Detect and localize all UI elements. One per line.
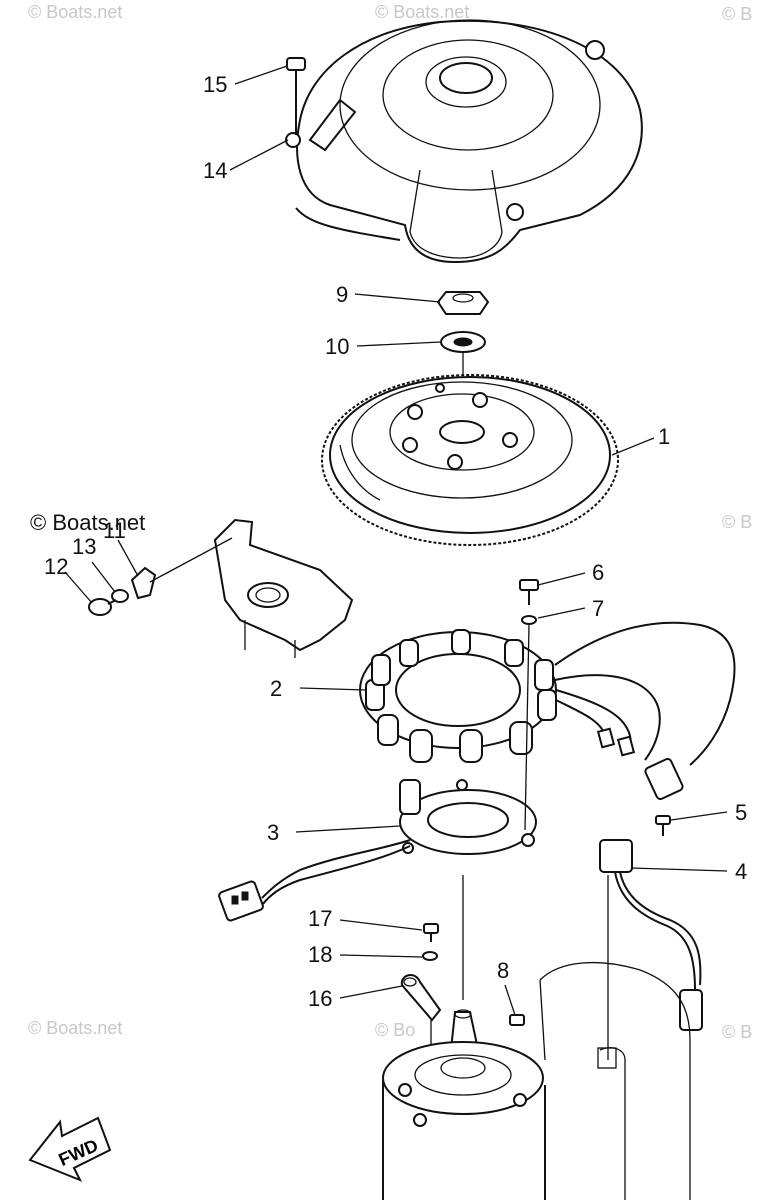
callout-4: 4 [735, 859, 748, 884]
leader-lines [64, 65, 728, 1016]
washer-7 [521, 615, 537, 625]
callout-11: 11 [103, 518, 126, 543]
callout-1: 1 [658, 424, 671, 449]
flywheel-cover [285, 19, 643, 264]
fwd-arrow: FWD [28, 1116, 112, 1182]
copyright-label: © Boats.net [30, 510, 146, 535]
callout-7: 7 [592, 596, 605, 621]
screw-5 [655, 815, 671, 836]
watermark-mid-right: © B [722, 512, 753, 532]
callout-10: 10 [325, 334, 350, 359]
nut-9 [436, 291, 490, 315]
bracket-plate [213, 518, 354, 658]
bolt-12 [88, 598, 117, 616]
watermark-bottom-right: © B [722, 1022, 753, 1042]
stator-connectors [596, 727, 684, 801]
callout-13: 13 [72, 534, 97, 559]
screw-6 [519, 579, 539, 605]
sensor-4 [599, 839, 703, 1060]
key-8 [509, 1014, 525, 1026]
callout-9: 9 [336, 282, 349, 307]
callout-5: 5 [735, 800, 748, 825]
clamp-16 [400, 974, 442, 1022]
watermark-top-left: © Boats.net [28, 2, 123, 22]
screw-17 [423, 923, 439, 942]
callout-14: 14 [203, 158, 228, 183]
callout-8: 8 [497, 958, 510, 983]
callout-6: 6 [592, 560, 605, 585]
callout-17: 17 [308, 906, 333, 931]
washer-13 [111, 589, 129, 603]
callout-16: 16 [308, 986, 333, 1011]
stator [359, 621, 736, 766]
flywheel [321, 374, 619, 546]
callout-15: 15 [203, 72, 228, 97]
crankshaft-base [382, 962, 691, 1200]
watermark-top-right: © B [722, 4, 753, 24]
callout-18: 18 [308, 942, 333, 967]
washer-18 [422, 951, 438, 961]
pulser-coil [261, 779, 537, 906]
watermark-top-center: © Boats.net [375, 2, 470, 22]
pulser-connector [218, 880, 264, 922]
callout-12: 12 [44, 554, 69, 579]
callout-2: 2 [270, 676, 283, 701]
callout-3: 3 [267, 820, 280, 845]
washer-10 [440, 331, 486, 353]
watermark-bottom-left: © Boats.net [28, 1018, 123, 1038]
watermark-bottom-center: © Bo [375, 1020, 416, 1040]
bolt-15 [286, 57, 306, 135]
